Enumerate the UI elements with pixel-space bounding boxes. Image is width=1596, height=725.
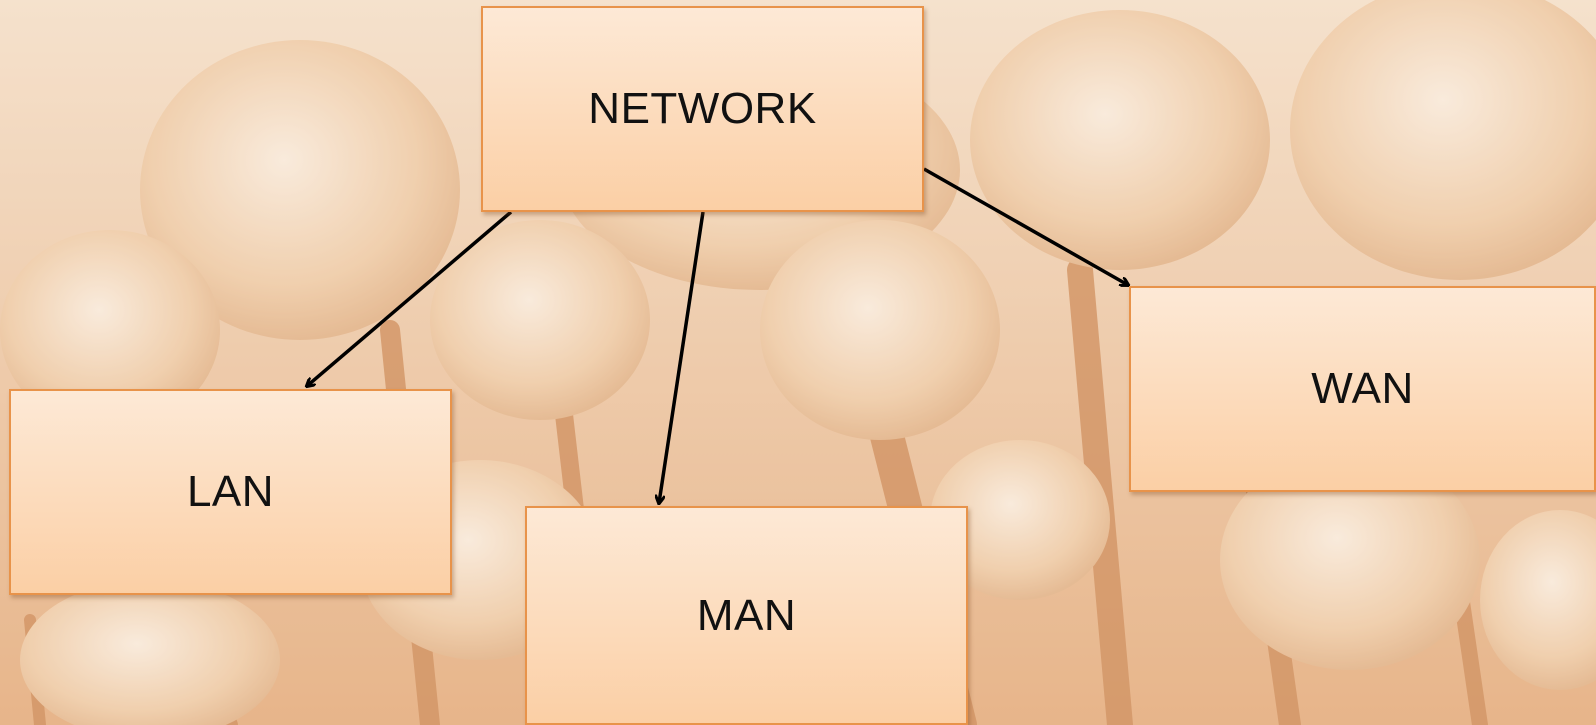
node-lan-label: LAN (186, 467, 275, 516)
node-network[interactable]: NETWORK (481, 6, 924, 212)
node-wan-label: WAN (1311, 364, 1414, 413)
node-wan[interactable]: WAN (1129, 286, 1596, 492)
node-lan[interactable]: LAN (9, 389, 452, 595)
node-man[interactable]: MAN (525, 506, 968, 725)
node-man-label: MAN (696, 590, 797, 640)
node-network-label: NETWORK (588, 84, 817, 133)
